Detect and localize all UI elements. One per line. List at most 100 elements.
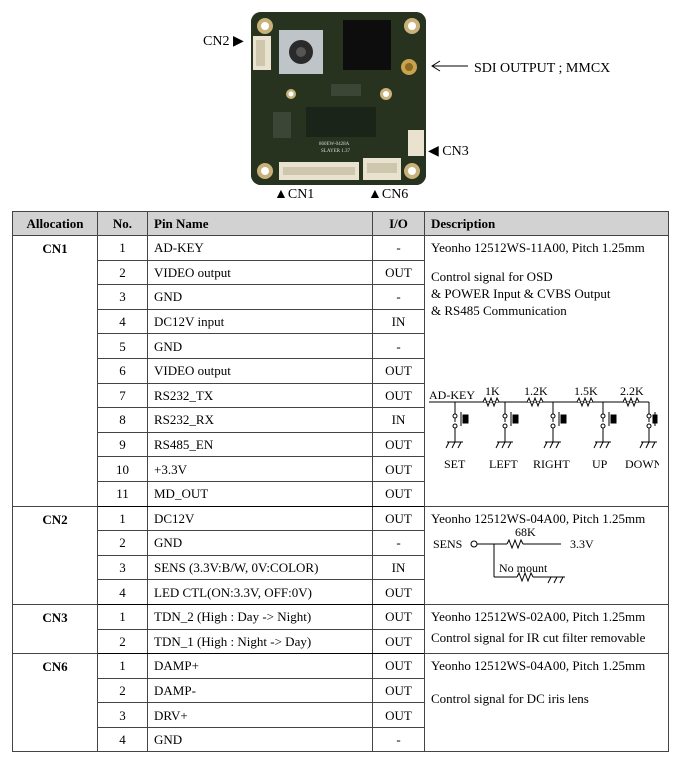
callout-cn2: CN2 ▶ [203, 33, 244, 50]
pin-no: 1 [97, 653, 148, 679]
header-description: Description [424, 211, 669, 236]
description-cn1: Yeonho 12512WS-11A00, Pitch 1.25mm Contr… [424, 235, 669, 507]
description-line: Control signal for DC iris lens [431, 691, 589, 707]
no-mount-label: No mount [499, 561, 548, 575]
header-allocation: Allocation [12, 211, 98, 236]
description-cn3: Yeonho 12512WS-02A00, Pitch 1.25mm Contr… [424, 603, 669, 655]
pin-no: 4 [97, 579, 148, 605]
board-silkscreen-1: 860EW-0428A [319, 142, 350, 147]
allocation-cn1: CN1 [12, 235, 98, 507]
pin-name: MD_OUT [147, 480, 373, 507]
callout-sdi: SDI OUTPUT ; MMCX [474, 61, 611, 76]
resistor-icon [526, 396, 544, 408]
description-cn2: Yeonho 12512WS-04A00, Pitch 1.25mm SENS … [424, 505, 669, 605]
button-label: UP [592, 457, 608, 471]
button-label: SET [444, 457, 466, 471]
resistor-label: 68K [515, 527, 536, 539]
callout-cn3: ◀ CN3 [428, 143, 469, 160]
pin-io: IN [372, 407, 425, 433]
pin-io: OUT [372, 702, 425, 728]
adkey-schematic: AD-KEY 1K 1.2K 1.5K 2.2K [429, 386, 659, 471]
description-line: & RS485 Communication [431, 303, 567, 318]
pin-no: 3 [97, 702, 148, 728]
pin-name: GND [147, 530, 373, 556]
pin-no: 6 [97, 357, 148, 384]
pin-io: OUT [372, 480, 425, 507]
pin-name: VIDEO output [147, 259, 373, 286]
allocation-cn2: CN2 [12, 505, 98, 605]
resistor-label: 2.2K [620, 386, 644, 398]
resistor-label: 1.5K [574, 386, 598, 398]
description-line: Control signal for OSD [431, 269, 553, 284]
board-illustration: 860EW-0428A SLAYER 1.37 [251, 12, 426, 185]
connector-spec: Yeonho 12512WS-02A00, Pitch 1.25mm [431, 608, 646, 624]
pin-io: OUT [372, 431, 425, 458]
table-row: CN2 1 DC12V OUT Yeonho 12512WS-04A00, Pi… [12, 505, 669, 605]
button-label: LEFT [489, 457, 518, 471]
pin-name: RS485_EN [147, 431, 373, 458]
pin-no: 1 [97, 505, 148, 532]
pin-no: 8 [97, 407, 148, 433]
pin-io: OUT [372, 653, 425, 679]
connector-spec: Yeonho 12512WS-04A00, Pitch 1.25mm [431, 510, 646, 526]
pin-no: 3 [97, 284, 148, 310]
pin-name: DRV+ [147, 702, 373, 728]
button-label: DOWN [625, 457, 659, 471]
pin-name: TDN_2 (High : Day -> Night) [147, 603, 373, 630]
arrow-left-icon [431, 60, 468, 72]
resistor-icon [516, 571, 534, 582]
pin-io: OUT [372, 628, 425, 655]
pin-name: SENS (3.3V:B/W, 0V:COLOR) [147, 554, 373, 581]
resistor-label: 1.2K [524, 386, 548, 398]
pin-name: RS232_TX [147, 382, 373, 409]
pin-name: DAMP- [147, 677, 373, 704]
callout-cn6: ▲CN6 [368, 187, 408, 203]
switch-down [639, 402, 658, 449]
pin-io: OUT [372, 382, 425, 409]
pin-name: RS232_RX [147, 407, 373, 433]
pin-name: GND [147, 284, 373, 310]
pin-name: +3.3V [147, 456, 373, 482]
pin-name: DC12V [147, 505, 373, 532]
arrow-right-icon: ▶ [229, 34, 244, 49]
description-cn6: Yeonho 12512WS-04A00, Pitch 1.25mm Contr… [424, 653, 669, 753]
pin-no: 4 [97, 726, 148, 753]
pin-io: - [372, 726, 425, 753]
pin-io: OUT [372, 357, 425, 384]
pin-io: IN [372, 554, 425, 581]
resistor-label: 1K [485, 386, 500, 398]
pin-io: OUT [372, 579, 425, 605]
pin-io: - [372, 530, 425, 556]
pin-io: IN [372, 308, 425, 335]
switch-right [543, 402, 567, 449]
table-row: CN6 1 DAMP+ OUT Yeonho 12512WS-04A00, Pi… [12, 653, 669, 753]
resistor-icon [622, 396, 640, 408]
pin-io: OUT [372, 456, 425, 482]
callout-cn1: ▲CN1 [274, 187, 314, 203]
table-row: CN1 1 AD-KEY - Yeonho 12512WS-11A00, Pit… [12, 235, 669, 507]
pin-no: 7 [97, 382, 148, 409]
callout-cn3-label: CN3 [442, 144, 469, 159]
pin-no: 10 [97, 456, 148, 482]
pin-no: 3 [97, 554, 148, 581]
pin-io: - [372, 235, 425, 261]
pin-no: 5 [97, 333, 148, 359]
pin-io: OUT [372, 505, 425, 532]
header-io: I/O [372, 211, 425, 236]
pin-io: OUT [372, 259, 425, 286]
pin-name: AD-KEY [147, 235, 373, 261]
schematic-adkey-label: AD-KEY [429, 388, 475, 402]
pin-allocation-table: Allocation No. Pin Name I/O Description … [12, 211, 669, 753]
resistor-icon [482, 396, 500, 408]
description-line: & POWER Input & CVBS Output [431, 286, 611, 301]
pin-io: - [372, 333, 425, 359]
callout-cn1-label: CN1 [287, 187, 315, 202]
switch-left [495, 402, 519, 449]
sens-schematic: SENS 68K 3.3V No mount [433, 527, 594, 583]
